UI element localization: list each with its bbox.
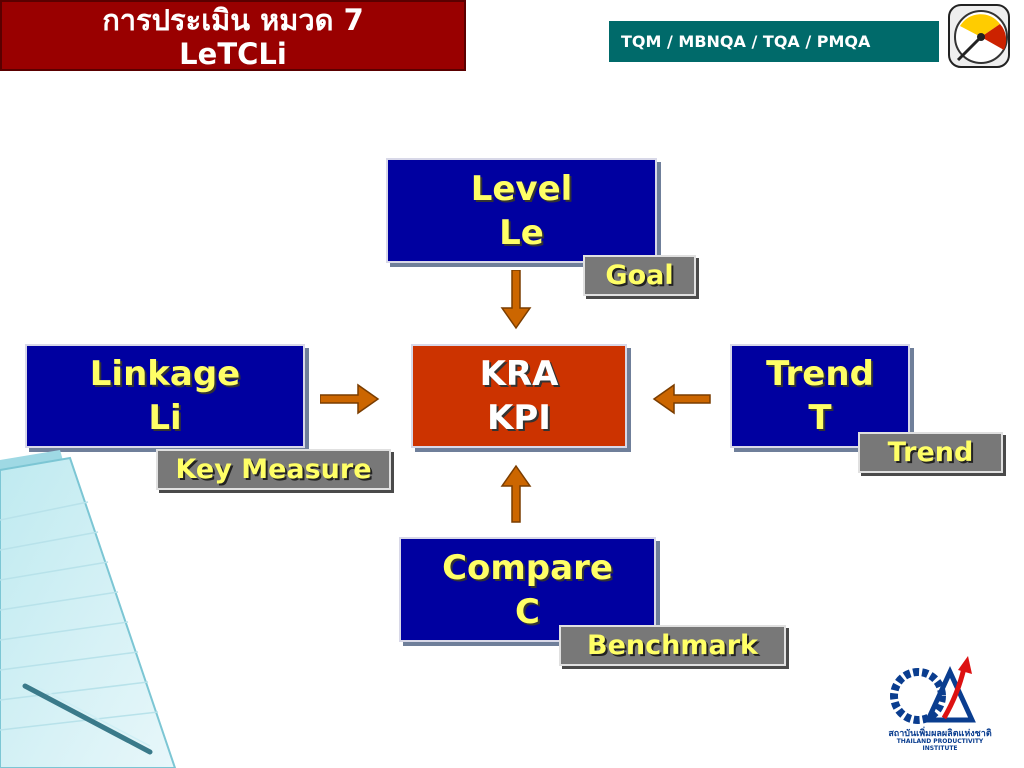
level-box: Level Le bbox=[386, 158, 657, 263]
linkage-abbrev: Li bbox=[148, 398, 182, 438]
compare-label: Compare bbox=[442, 547, 613, 588]
arrow-up-icon bbox=[500, 464, 532, 523]
title-line-2: LeTCLi bbox=[179, 37, 287, 71]
trend-abbrev: T bbox=[808, 398, 832, 438]
compare-abbrev: C bbox=[515, 591, 540, 632]
goal-tag: Goal bbox=[583, 255, 696, 296]
slide-title: การประเมิน หมวด 7 LeTCLi bbox=[0, 0, 466, 71]
tpi-logo-icon bbox=[890, 656, 976, 724]
compare-box: Compare C bbox=[399, 537, 656, 642]
benchmark-tag: Benchmark bbox=[559, 625, 786, 666]
key-measure-tag: Key Measure bbox=[156, 449, 391, 490]
kpi-label: KPI bbox=[487, 398, 551, 438]
trend-tag: Trend bbox=[858, 432, 1003, 473]
arrow-left-icon bbox=[652, 383, 711, 415]
title-line-1: การประเมิน หมวด 7 bbox=[102, 3, 364, 37]
trend-box: Trend T bbox=[730, 344, 910, 448]
arrow-down-icon bbox=[500, 270, 532, 330]
notepad-illustration-icon bbox=[0, 450, 177, 768]
logo-thai-text: สถาบันเพิ่มผลผลิตแห่งชาติ bbox=[888, 729, 992, 739]
kra-kpi-box: KRA KPI bbox=[411, 344, 627, 448]
trend-label: Trend bbox=[766, 354, 874, 394]
kra-label: KRA bbox=[479, 354, 559, 394]
linkage-label: Linkage bbox=[89, 354, 241, 394]
arrow-right-icon bbox=[320, 383, 380, 415]
logo-english-text: THAILAND PRODUCTIVITY INSTITUTE bbox=[896, 738, 984, 752]
tpi-logo: สถาบันเพิ่มผลผลิตแห่งชาติ THAILAND PRODU… bbox=[888, 654, 992, 752]
level-label: Level bbox=[470, 168, 573, 209]
linkage-box: Linkage Li bbox=[25, 344, 305, 448]
gauge-icon bbox=[948, 4, 1010, 68]
level-abbrev: Le bbox=[499, 212, 544, 253]
framework-tag: TQM / MBNQA / TQA / PMQA bbox=[609, 21, 939, 62]
